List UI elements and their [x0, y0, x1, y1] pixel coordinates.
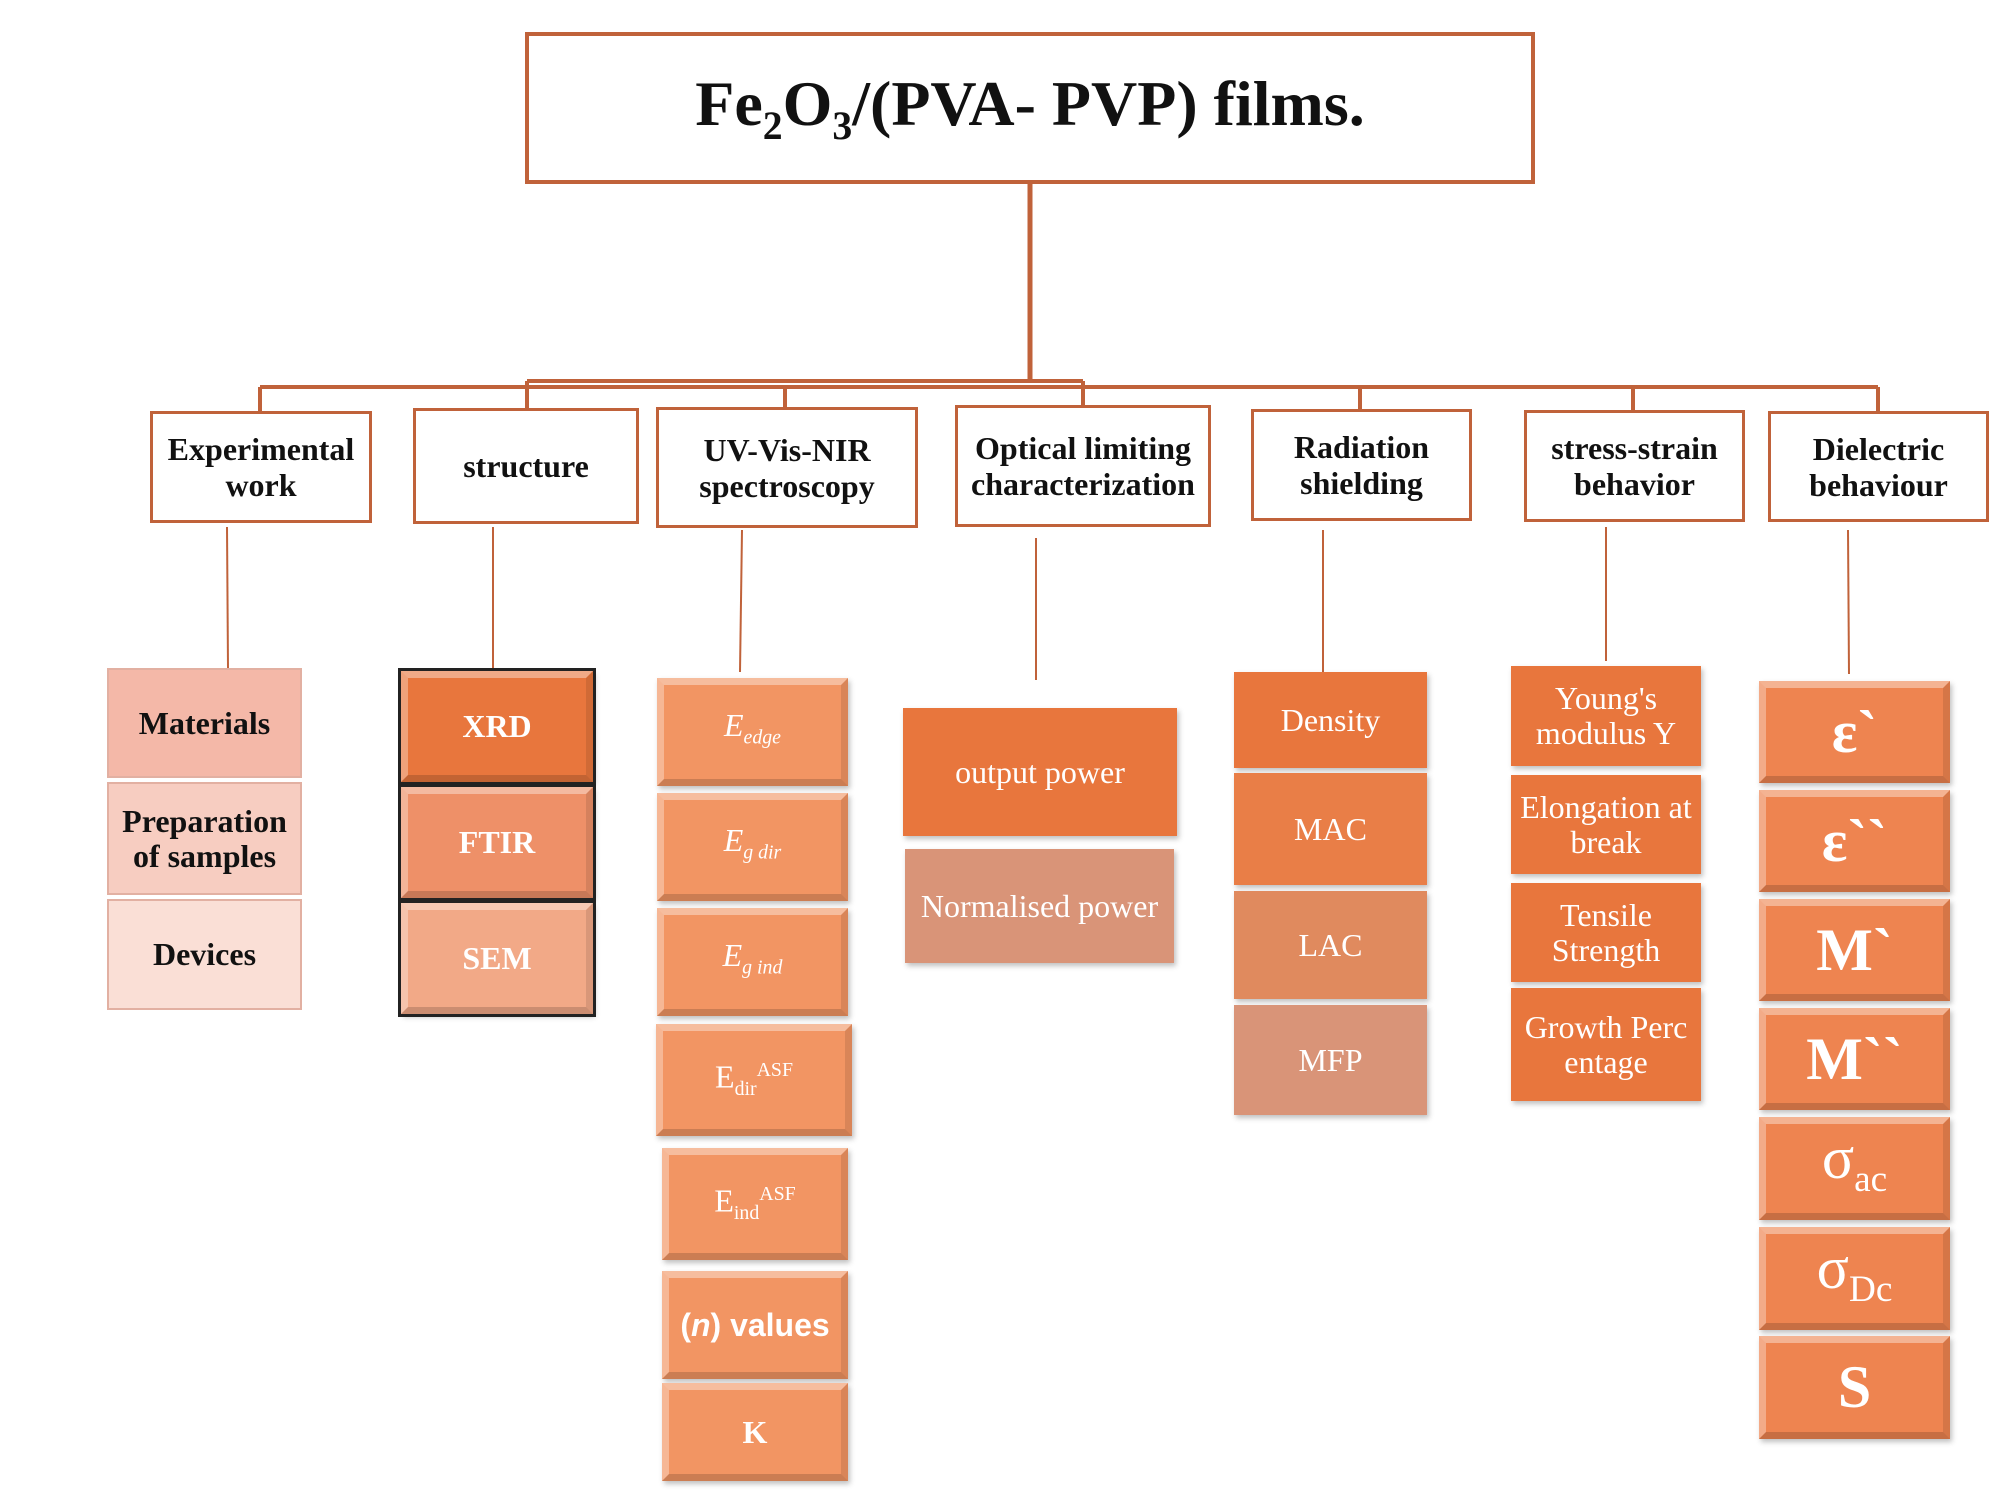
item-s: S — [1759, 1336, 1950, 1439]
item-sigma-ac-text: σac — [1821, 1124, 1888, 1200]
item-k: K — [662, 1383, 848, 1481]
item-eg-dir-text: Eg dir — [723, 822, 782, 864]
item-devices: Devices — [107, 899, 302, 1010]
item-e-ind-asf: EindASF — [662, 1148, 848, 1260]
item-epsilon-prime: ε` — [1759, 681, 1950, 783]
item-e-edge: Eedge — [657, 678, 848, 786]
item-n-values: (n) values — [662, 1271, 848, 1379]
item-sigma-dc: σDc — [1759, 1227, 1950, 1330]
item-e-ind-asf-text: EindASF — [714, 1182, 796, 1225]
item-output-power: output power — [903, 708, 1177, 836]
category-radiation-shielding: Radiation shielding — [1251, 409, 1472, 521]
item-growth-percentage: Growth Perc entage — [1511, 988, 1701, 1101]
item-e-dir-asf: EdirASF — [656, 1024, 852, 1136]
item-sigma-dc-text: σDc — [1816, 1234, 1893, 1310]
diagram-title: Fe2O3/(PVA- PVP) films. — [525, 32, 1535, 184]
item-mfp: MFP — [1234, 1005, 1427, 1115]
category-label: stress-strain behavior — [1551, 430, 1718, 502]
category-label: Experimental work — [167, 431, 355, 503]
item-n-values-text: (n) values — [680, 1306, 830, 1343]
category-stress-strain: stress-strain behavior — [1524, 410, 1745, 522]
item-epsilon-double-prime: ε`` — [1759, 790, 1950, 892]
title-text: Fe2O3/(PVA- PVP) films. — [695, 68, 1365, 148]
category-uv-vis-nir: UV-Vis-NIR spectroscopy — [656, 407, 918, 528]
category-experimental-work: Experimental work — [150, 411, 372, 523]
category-label: Radiation shielding — [1293, 429, 1430, 501]
category-label: Optical limiting characterization — [971, 430, 1195, 502]
item-m-prime: M` — [1759, 899, 1950, 1001]
category-label: structure — [463, 448, 589, 484]
category-optical-limiting: Optical limiting characterization — [955, 405, 1211, 527]
item-elongation-at-break: Elongation at break — [1511, 775, 1701, 874]
category-structure: structure — [413, 408, 639, 524]
item-density: Density — [1234, 672, 1427, 768]
item-lac: LAC — [1234, 891, 1427, 999]
item-eg-dir: Eg dir — [657, 793, 848, 901]
item-e-edge-text: Eedge — [724, 707, 781, 749]
item-youngs-modulus: Young's modulus Y — [1511, 666, 1701, 766]
item-eg-ind-text: Eg ind — [722, 937, 783, 979]
category-label: Dielectric behaviour — [1809, 430, 1948, 503]
item-mac: MAC — [1234, 773, 1427, 885]
item-ftir: FTIR — [398, 784, 596, 901]
item-sigma-ac: σac — [1759, 1117, 1950, 1220]
category-dielectric: Dielectric behaviour — [1768, 411, 1989, 522]
item-m-double-prime: M`` — [1759, 1008, 1950, 1110]
item-eg-ind: Eg ind — [657, 908, 848, 1016]
item-normalised-power: Normalised power — [905, 849, 1174, 963]
item-xrd: XRD — [398, 668, 596, 785]
item-tensile-strength: Tensile Strength — [1511, 883, 1701, 982]
item-e-dir-asf-text: EdirASF — [715, 1058, 793, 1101]
item-sem: SEM — [398, 900, 596, 1017]
item-preparation-of-samples: Preparation of samples — [107, 782, 302, 895]
item-materials: Materials — [107, 668, 302, 778]
category-label: UV-Vis-NIR spectroscopy — [699, 431, 875, 504]
